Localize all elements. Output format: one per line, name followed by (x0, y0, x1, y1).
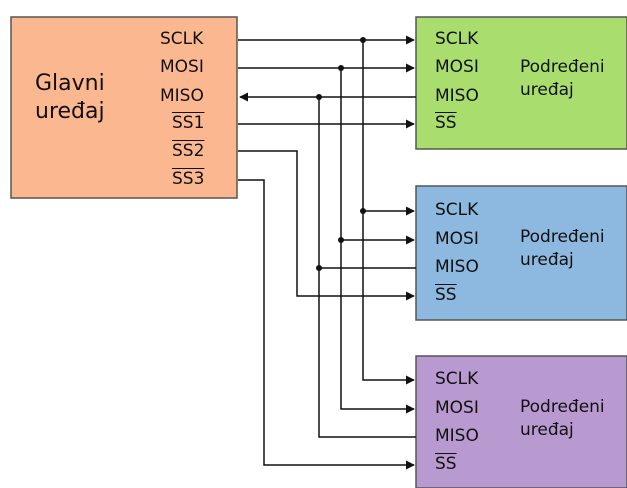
slave2-title-line1: Podređeni (520, 227, 605, 247)
slave3-title-line1: Podređeni (520, 397, 605, 417)
slave1-pin-mosi: MOSI (435, 57, 479, 77)
mosi-junction (338, 65, 344, 71)
slave1-pin-miso: MISO (435, 86, 479, 106)
slave2-pin-mosi: MOSI (435, 229, 479, 249)
master-pin-mosi: MOSI (160, 57, 204, 77)
sclk-junction (360, 37, 366, 43)
master-pin-sclk: SCLK (160, 29, 204, 49)
slave2-pin-sclk: SCLK (435, 200, 479, 220)
sclk-junction-2 (360, 208, 366, 214)
slave3-pin-sclk: SCLK (435, 369, 479, 389)
master-pin-ss1: SS1 (172, 113, 205, 133)
mosi-bus-slave3 (340, 240, 415, 414)
master-title: Glavni uređaj (35, 70, 105, 125)
mosi-junction-2 (338, 237, 344, 243)
sclk-bus-slave2 (362, 40, 415, 216)
slave3-pin-ss: SS (435, 454, 457, 474)
slave3-pin-mosi: MOSI (435, 398, 479, 418)
ss2-wire (238, 150, 415, 301)
slave2-pin-miso: MISO (435, 257, 479, 277)
slave1-title-line1: Podređeni (520, 57, 605, 77)
slave1-title: Podređeni uređaj (520, 56, 605, 102)
slave3-title: Podređeni uređaj (520, 396, 605, 442)
master-pin-ss2: SS2 (172, 141, 205, 161)
master-pin-ss3: SS3 (172, 169, 205, 189)
master-title-line2: uređaj (35, 98, 105, 124)
slave3-title-line2: uređaj (520, 419, 574, 440)
master-title-line1: Glavni (35, 71, 105, 96)
mosi-bus-slave2 (340, 68, 415, 245)
slave3-box (415, 355, 627, 488)
miso-bus-slaves (318, 97, 416, 438)
slave2-title: Podređeni uređaj (520, 226, 605, 272)
master-box (10, 16, 238, 199)
slave1-box (415, 16, 627, 150)
slave2-box (415, 185, 627, 321)
slave1-pin-ss: SS (435, 113, 457, 133)
master-pin-miso: MISO (160, 86, 204, 106)
slave3-pin-miso: MISO (435, 426, 479, 446)
ss3-wire (238, 179, 415, 470)
slave2-title-line2: uređaj (520, 249, 574, 270)
slave2-pin-ss: SS (435, 285, 457, 305)
slave1-pin-sclk: SCLK (435, 29, 479, 49)
miso-junction (316, 94, 322, 100)
miso-junction-2 (316, 265, 322, 271)
slave1-title-line2: uređaj (520, 79, 574, 100)
